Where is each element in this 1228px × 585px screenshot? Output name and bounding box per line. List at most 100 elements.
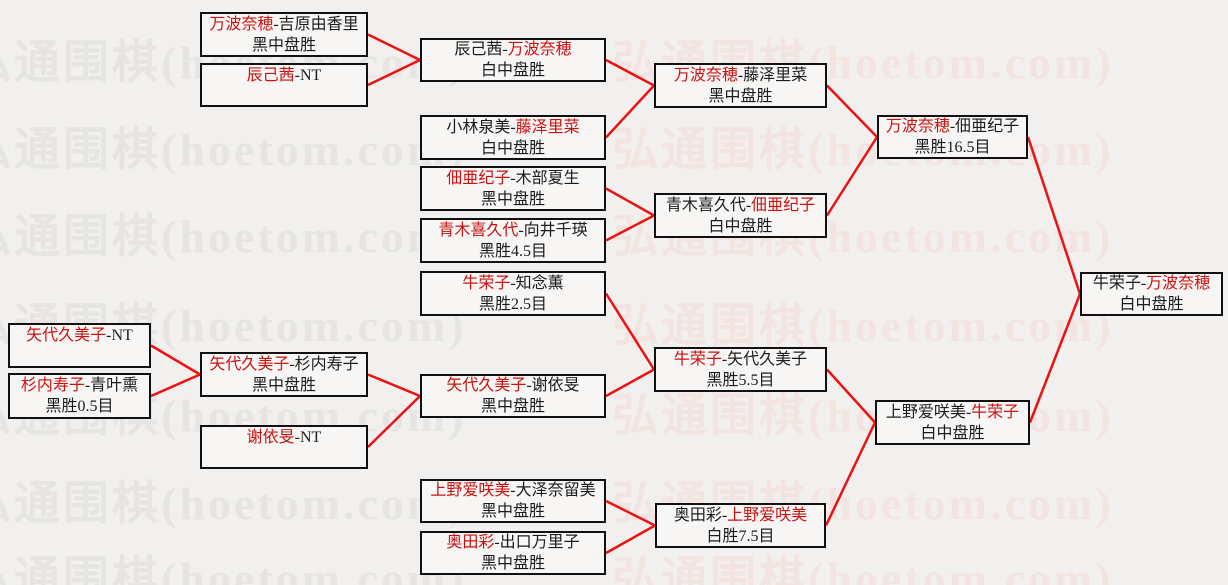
match-players: 万波奈穂-佃亜纪子 <box>886 116 1019 137</box>
players-separator: - <box>294 67 300 84</box>
players-separator: - <box>494 534 500 551</box>
match-players: 青木喜久代-佃亜纪子 <box>666 195 815 216</box>
players-separator: - <box>737 66 744 84</box>
players-separator: - <box>289 355 295 373</box>
players-separator: - <box>721 506 728 524</box>
player-name: 上野爱咲美 <box>430 482 511 499</box>
match-box-A1: 万波奈穂-吉原由香里黑中盘胜 <box>200 12 368 57</box>
players-separator: - <box>510 482 516 499</box>
player-name: 辰己茜 <box>454 41 503 58</box>
match-box-C7: 上野爱咲美-大泽奈留美黑中盘胜 <box>420 479 606 523</box>
connector-line <box>367 395 421 448</box>
match-players: 万波奈穂-藤泽里菜 <box>674 65 807 86</box>
match-players: 小林泉美-藤泽里菜 <box>446 117 579 138</box>
player-name: 矢代久美子 <box>26 327 107 344</box>
match-result: 黑中盘胜 <box>480 503 545 520</box>
match-players: 上野爱咲美-牛荣子 <box>886 402 1019 423</box>
player-name: 牛荣子 <box>1092 275 1141 292</box>
player-name: 矢代久美子 <box>727 350 808 368</box>
connector-line <box>367 373 421 398</box>
player-name: 牛荣子 <box>462 274 511 292</box>
match-players: 奥田彩-上野爱咲美 <box>674 505 807 526</box>
players-separator: - <box>502 41 508 58</box>
player-name: 青木喜久代 <box>665 196 746 214</box>
match-box-E1: 万波奈穂-佃亜纪子黑胜16.5目 <box>877 115 1028 159</box>
connector-line <box>1026 136 1082 295</box>
connector-line <box>1028 293 1082 423</box>
player-name: 矢代久美子 <box>209 355 290 373</box>
match-box-C8: 奥田彩-出口万里子黑中盘胜 <box>420 531 606 575</box>
match-players: 辰己茜-万波奈穂 <box>454 39 571 60</box>
match-result: 黑胜5.5目 <box>706 371 775 389</box>
match-players: 矢代久美子-谢依旻 <box>446 375 579 396</box>
player-name: NT <box>300 67 322 84</box>
player-name: 万波奈穂 <box>673 66 738 84</box>
player-name: 辰己茜 <box>246 67 295 84</box>
connector-line <box>605 58 655 87</box>
connector-line <box>826 84 878 138</box>
connector-line <box>367 33 421 62</box>
match-players: 杉内寿子-青叶熏 <box>21 375 138 396</box>
player-name: 牛荣子 <box>971 403 1020 421</box>
player-name: 万波奈穂 <box>1146 275 1211 292</box>
match-result: 黑中盘胜 <box>480 190 545 208</box>
match-result: 白中盘胜 <box>920 424 985 442</box>
match-box-D1: 万波奈穂-藤泽里菜黑中盘胜 <box>654 63 827 108</box>
player-name: NT <box>111 327 133 344</box>
connector-line <box>604 292 656 371</box>
match-players: 万波奈穂-吉原由香里 <box>209 14 358 35</box>
player-name: 上野爱咲美 <box>727 506 808 524</box>
match-result: 白中盘胜 <box>708 217 773 235</box>
players-separator: - <box>949 118 956 135</box>
match-box-C1: 辰己茜-万波奈穂白中盘胜 <box>420 38 606 82</box>
player-name: 万波奈穂 <box>885 118 950 135</box>
match-result: 黑中盘胜 <box>480 555 545 572</box>
connector-line <box>605 368 655 398</box>
match-box-A4: 谢依旻-NT <box>200 425 368 469</box>
match-box-C6: 矢代久美子-谢依旻黑中盘胜 <box>420 374 606 418</box>
match-players: 佃亜纪子-木部夏生 <box>446 168 579 189</box>
match-box-B1: 矢代久美子-NT <box>8 323 151 368</box>
player-name: 青木喜久代 <box>438 221 519 239</box>
player-name: 吉原由香里 <box>278 15 359 33</box>
player-name: 向井千瑛 <box>523 221 588 239</box>
match-box-F1: 牛荣子-万波奈穂白中盘胜 <box>1080 272 1223 316</box>
player-name: 谢依旻 <box>531 377 580 394</box>
player-name: 藤泽里菜 <box>743 66 808 84</box>
match-box-C4: 青木喜久代-向井千瑛黑胜4.5目 <box>420 218 606 263</box>
match-players: 谢依旻-NT <box>247 427 322 448</box>
players-separator: - <box>518 221 524 239</box>
players-separator: - <box>106 327 112 344</box>
players-separator: - <box>510 118 516 136</box>
players-separator: - <box>745 196 752 214</box>
player-name: 大泽奈留美 <box>515 482 596 499</box>
player-name: 出口万里子 <box>499 534 580 551</box>
player-name: 奥田彩 <box>673 506 722 524</box>
connector-line <box>824 421 877 527</box>
match-result: 白中盘胜 <box>480 139 545 157</box>
match-players: 矢代久美子-杉内寿子 <box>209 354 358 375</box>
player-name: 知念薫 <box>515 274 564 292</box>
player-name: 小林泉美 <box>446 118 511 136</box>
match-result: 白胜7.5目 <box>706 527 775 545</box>
match-result: 黑胜2.5目 <box>478 295 547 313</box>
match-result: 黑中盘胜 <box>251 376 316 394</box>
match-box-D4: 奥田彩-上野爱咲美白胜7.5目 <box>655 503 826 548</box>
match-players: 奥田彩-出口万里子 <box>446 532 579 553</box>
match-players: 矢代久美子-NT <box>26 325 133 346</box>
match-result: 白中盘胜 <box>480 62 545 79</box>
match-result: 黑胜0.5目 <box>45 398 114 415</box>
connector-line <box>150 373 201 398</box>
match-box-E2: 上野爱咲美-牛荣子白中盘胜 <box>875 400 1030 445</box>
player-name: 佃亜纪子 <box>955 118 1020 135</box>
players-separator: - <box>965 403 972 421</box>
players-separator: - <box>721 350 728 368</box>
players-separator: - <box>510 274 516 292</box>
match-players: 牛荣子-万波奈穂 <box>1093 273 1210 294</box>
match-box-A2: 辰己茜-NT <box>200 63 368 107</box>
match-box-D3: 牛荣子-矢代久美子黑胜5.5目 <box>654 347 827 392</box>
connector-line <box>150 344 201 376</box>
connector-line <box>605 214 655 242</box>
